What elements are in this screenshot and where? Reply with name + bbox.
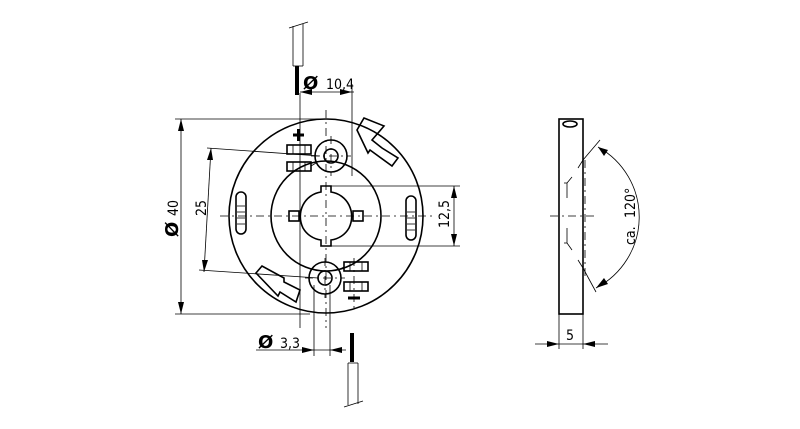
angle-value: 120° xyxy=(623,188,639,218)
dimension-hole-spacing: 25 xyxy=(194,147,321,279)
center-height-value: 12,5 xyxy=(437,200,453,228)
right-oblong-slot xyxy=(405,195,417,241)
angle-prefix: ca. xyxy=(623,226,639,245)
top-diameter-value: 10,4 xyxy=(326,77,354,93)
dimension-top-diameter: Ø 10,4 xyxy=(299,73,354,328)
top-wire xyxy=(288,21,309,95)
top-diameter-symbol: Ø xyxy=(303,73,318,94)
dimension-bottom-diameter: Ø 3,3 xyxy=(256,285,346,356)
dimension-center-height: 12,5 xyxy=(331,185,460,247)
diameter-symbol: Ø xyxy=(162,222,183,237)
upper-right-arc-slot xyxy=(356,117,400,168)
side-view: ca. 120° 5 xyxy=(535,118,640,349)
lower-left-arc-slot xyxy=(254,264,301,304)
hole-spacing-value: 25 xyxy=(194,200,210,216)
dimension-outer-diameter: Ø 40 xyxy=(162,118,326,315)
bottom-wire xyxy=(343,333,364,408)
side-body xyxy=(558,118,584,315)
bottom-diameter-value: 3,3 xyxy=(280,336,300,352)
lower-solder-pads xyxy=(339,261,369,292)
outer-diameter-value: 40 xyxy=(166,200,182,216)
front-view xyxy=(220,110,436,328)
bottom-diameter-symbol: Ø xyxy=(258,332,273,353)
side-top-hole xyxy=(562,120,578,128)
left-oblong-slot xyxy=(235,191,247,235)
positive-marker xyxy=(293,129,304,141)
angle-arc xyxy=(595,146,640,289)
upper-solder-pads xyxy=(286,144,317,172)
thickness-value: 5 xyxy=(566,328,574,344)
